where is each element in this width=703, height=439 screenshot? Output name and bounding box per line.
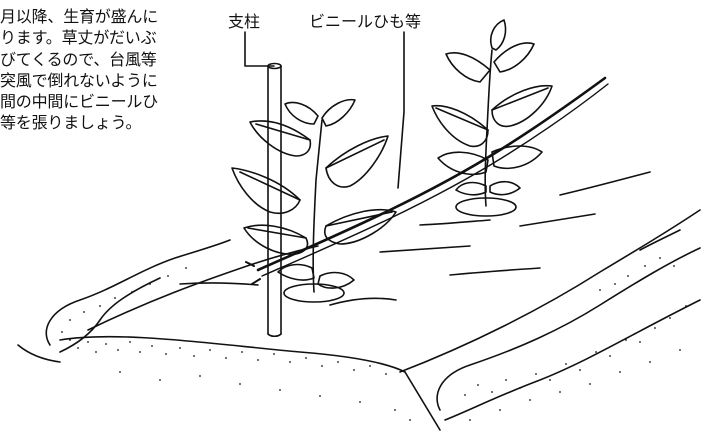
back-leaf-6 [437,151,489,176]
instruction-line-5: 間の中間にビニールひ [0,92,159,112]
front-leaf-3 [249,120,312,157]
mulch-line-3 [379,245,471,253]
support-post [267,62,282,338]
instruction-line-4: 突風で倒れないように [0,70,158,90]
post-label: 支柱 [228,12,261,31]
front-leaf-1 [231,167,301,215]
bed-front-slope [59,335,406,373]
string-label: ビニールひも等 [309,12,422,31]
front-leaf-2 [325,135,389,188]
back-leaf-3 [445,52,491,83]
left-ridge [45,239,231,346]
instruction-text: 月以降、生育が盛んに ります。草丈がだいぶ びてくるので、台風等 突風で倒れない… [0,6,212,134]
bed-left-bottom [17,344,61,363]
mulch-line-7 [449,267,541,276]
eggplant-plant-front [231,98,397,293]
back-leaf-7 [491,145,543,170]
front-leaf-4 [324,208,397,245]
right-ridge [436,247,701,411]
mulch-line-5 [419,219,491,226]
mulch-line-4 [519,213,596,227]
back-leaf-8 [455,181,487,196]
back-leaf-4 [493,42,535,73]
front-leaf-5 [243,224,309,255]
mulch-line-6 [559,171,651,196]
instruction-line-6: 等を張りましょう。 [0,113,142,133]
back-leaf-2 [491,84,553,128]
raised-bed [17,171,701,431]
front-leaf-8 [277,263,315,281]
front-leaf-9 [317,271,355,289]
right-ridge-tip [639,229,681,251]
back-leaf-9 [489,180,521,196]
string-leader [397,31,405,189]
mulch-line-2 [179,282,259,286]
instruction-line-3: びてくるので、台風等 [0,49,157,69]
right-ridge-inner [444,299,701,421]
post-leader [244,31,275,67]
bed-top-right-edge [399,209,701,373]
front-leaf-6 [321,98,356,127]
eggplant-plant-back [431,19,553,207]
vinyl-string [245,76,609,285]
leader-lines [244,31,405,189]
left-ridge-inner [59,277,161,353]
soil-stipple [61,257,687,421]
bed-front-bottom [404,371,441,431]
mulch-line-1 [329,297,397,306]
front-leaf-7 [284,101,319,125]
instruction-line-2: ります。草丈がだいぶ [0,28,157,48]
back-leaf-5 [489,19,507,51]
bed-top-left-edge [87,245,319,331]
instruction-line-1: 月以降、生育が盛んに [0,7,159,26]
front-stem [312,119,323,293]
back-leaf-1 [431,104,489,148]
